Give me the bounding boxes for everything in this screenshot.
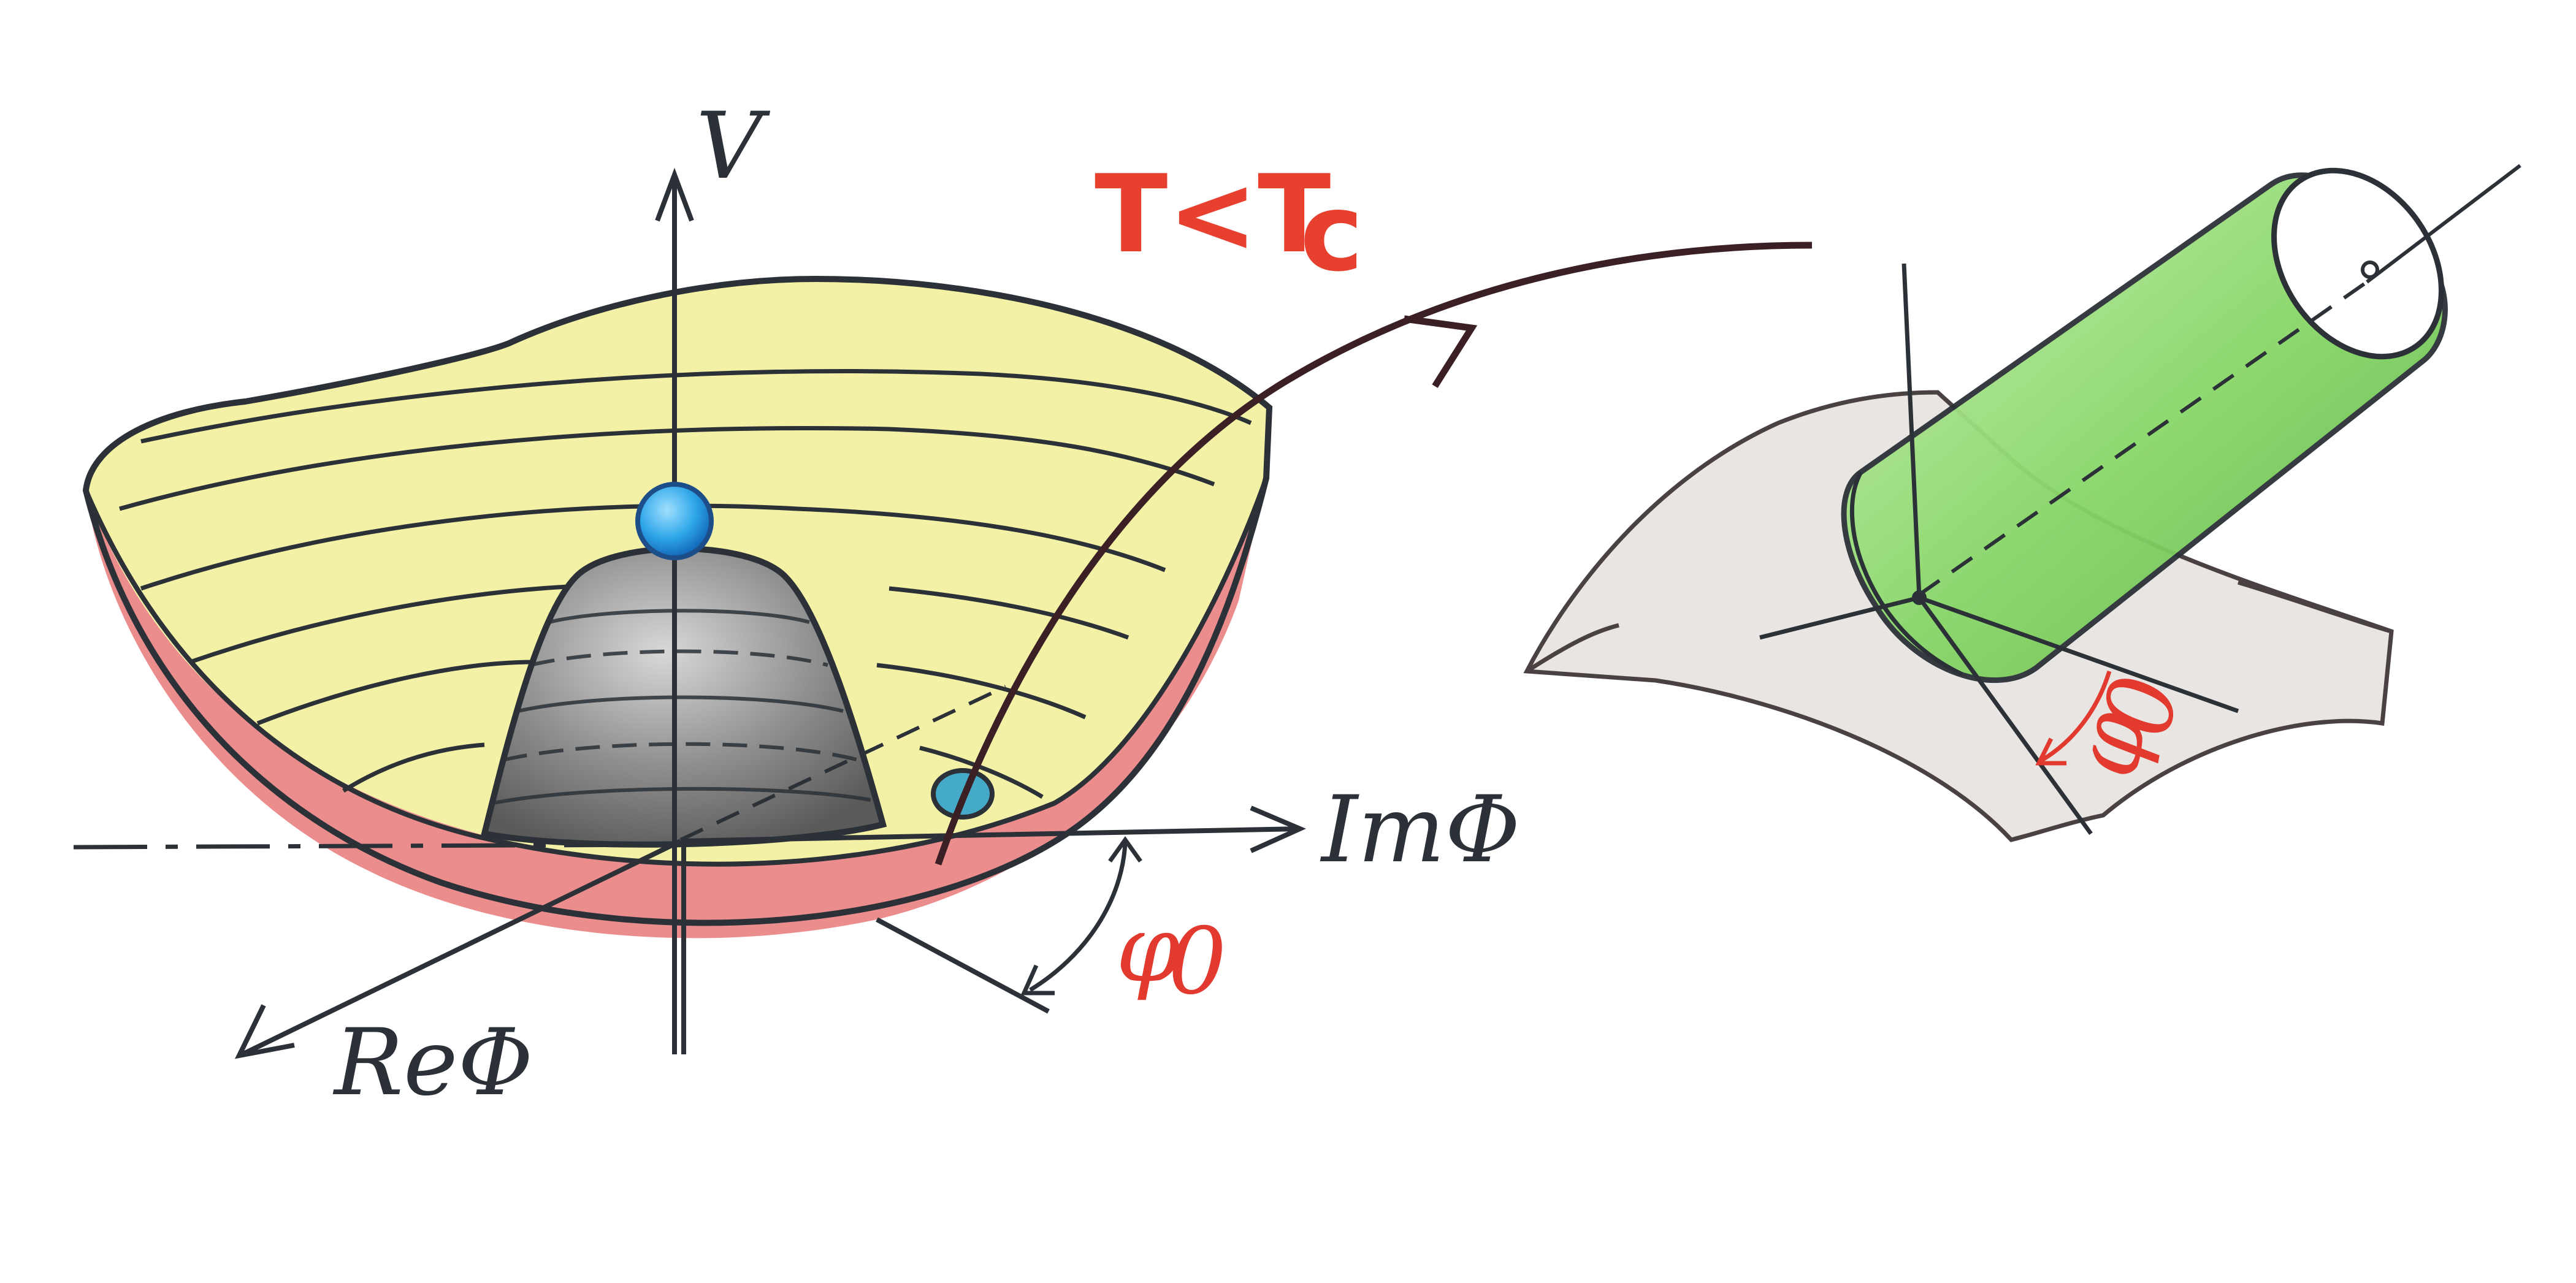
bowl-outline <box>82 275 1273 926</box>
vacuum-direction-dashed <box>679 685 1007 842</box>
svg-text:φ: φ <box>1116 896 1180 1003</box>
v-axis-arrowhead <box>655 167 694 222</box>
bowl-outer-side <box>86 478 1266 938</box>
im-axis-arrowhead <box>1250 805 1306 853</box>
string-angle-arc <box>2041 670 2112 763</box>
angle-label-string: φ 0 <box>2052 668 2200 785</box>
string-cylinder-end <box>2271 167 2444 360</box>
v-axis-label: V <box>696 93 771 200</box>
string-local-axis-down <box>1917 596 2093 836</box>
angle-reference-line <box>876 917 1050 1014</box>
cosmic-string-diagram: φ 0 <box>1523 164 2521 842</box>
string-local-axis-right <box>1918 595 2239 714</box>
svg-text:T<T: T<T <box>1095 153 1331 277</box>
angle-label-main: φ 0 <box>1116 896 1226 1015</box>
temperature-label: T<T c <box>1095 153 1364 295</box>
string-local-axis-left <box>1759 595 1920 640</box>
angle-arc <box>1029 842 1128 992</box>
string-axis-outside <box>2366 164 2521 284</box>
svg-text:c: c <box>1300 171 1364 295</box>
re-axis-arrowhead <box>234 1004 295 1059</box>
im-axis-label: ImΦ <box>1320 777 1520 883</box>
zoom-arrow-head <box>1404 315 1478 388</box>
im-axis-line <box>680 826 1301 843</box>
svg-text:0: 0 <box>1168 908 1226 1015</box>
zoom-arrow-curve <box>934 242 1813 866</box>
string-axis-dashed <box>1918 280 2368 596</box>
unstable-vacuum-ball <box>635 482 714 560</box>
angle-arc-arrow-top <box>1108 836 1142 863</box>
angle-arc-arrow-bottom <box>1020 964 1055 996</box>
re-axis-line <box>241 839 682 1057</box>
contour-lines <box>119 369 1252 799</box>
string-local-axis-vertical <box>1901 263 1922 598</box>
bowl-inner-rim <box>83 477 1269 867</box>
re-axis-label: ReΦ <box>332 1010 533 1116</box>
